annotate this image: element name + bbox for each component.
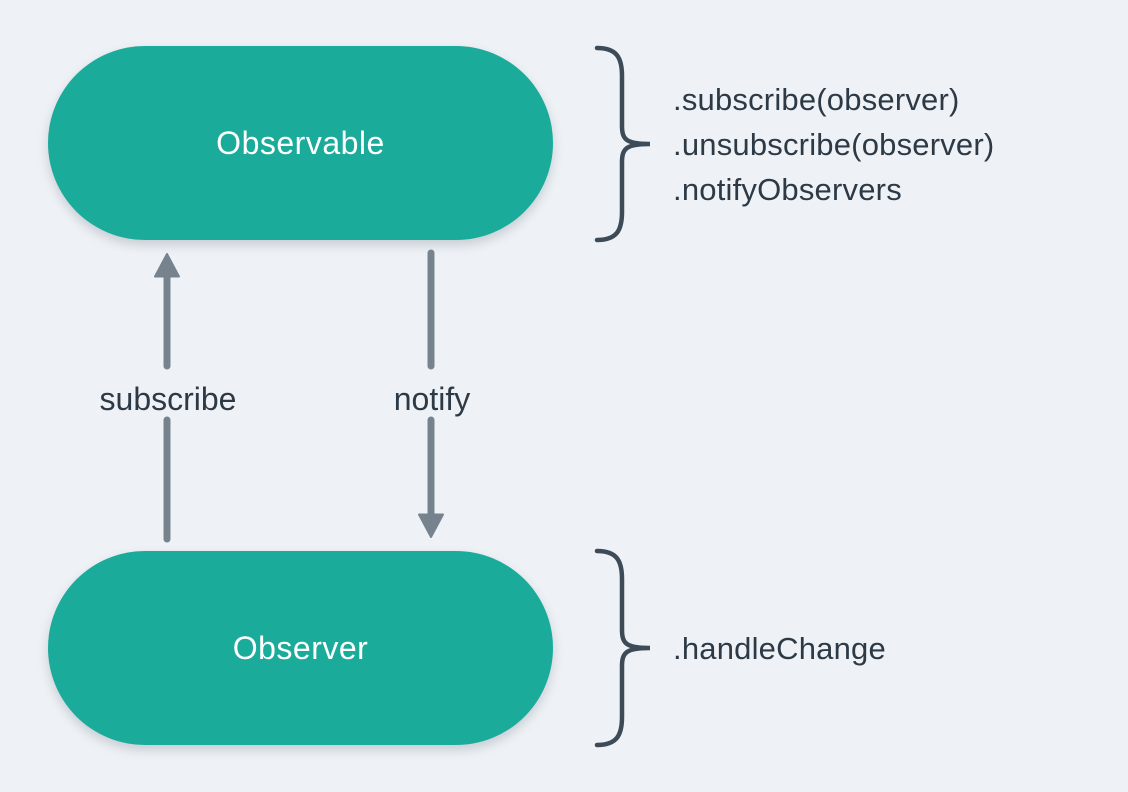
- method-handle-change: .handleChange: [673, 631, 886, 666]
- method-unsubscribe: .unsubscribe(observer): [673, 127, 995, 162]
- observer-brace-icon: [594, 548, 651, 748]
- edge-label-notify: notify: [393, 381, 471, 417]
- notify-arrowhead-down-icon: [418, 513, 444, 538]
- edge-label-subscribe: subscribe: [99, 381, 237, 417]
- node-observable-label: Observable: [216, 124, 385, 161]
- observable-method-list: .subscribe(observer) .unsubscribe(observ…: [673, 77, 994, 212]
- method-subscribe: .subscribe(observer): [673, 82, 960, 117]
- node-observer-label: Observer: [232, 629, 369, 666]
- observer-method-list: .handleChange: [673, 626, 886, 671]
- subscribe-arrowhead-up-icon: [154, 253, 180, 278]
- observable-brace-icon: [594, 45, 651, 243]
- node-observer: Observer: [48, 551, 553, 745]
- method-notify-observers: .notifyObservers: [673, 172, 902, 207]
- node-observable: Observable: [48, 46, 553, 240]
